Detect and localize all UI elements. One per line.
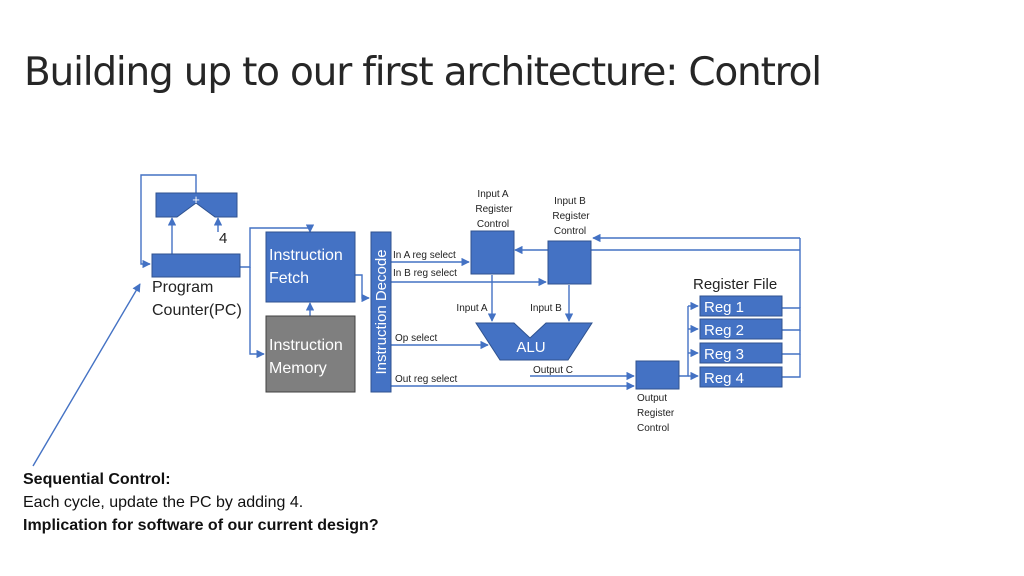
pc-label-line1: Program — [152, 279, 213, 296]
op-select-label: Op select — [395, 333, 437, 344]
output-control-line2: Register — [637, 408, 675, 419]
input-a-control-box — [470, 230, 515, 275]
decode-label: Instruction Decode — [373, 249, 390, 374]
input-a-control-line2: Register — [475, 204, 513, 215]
input-a-label: Input A — [456, 303, 487, 314]
register-file-label: Register File — [693, 276, 777, 293]
wire-pc-to-fetch — [240, 224, 315, 268]
wire-regfile-feedback-2 — [782, 330, 801, 355]
instruction-decode-box — [370, 231, 392, 393]
reg-1-label: Reg 1 — [704, 299, 744, 316]
adder-shape — [155, 192, 238, 218]
alu-label: ALU — [516, 339, 545, 356]
wire-regfile-feedback-3 — [782, 354, 801, 378]
wire-out-fan — [679, 306, 689, 377]
instruction-fetch-box — [265, 231, 356, 303]
constant-four: 4 — [219, 230, 227, 247]
input-b-label: Input B — [530, 303, 562, 314]
wire-fetch-to-decode — [355, 274, 370, 303]
note-line2: Implication for software of our current … — [23, 517, 379, 534]
output-c-label: Output C — [533, 365, 573, 376]
reg-3-box — [699, 342, 783, 364]
alu-shape — [475, 322, 593, 361]
input-b-control-line2: Register — [552, 211, 590, 222]
reg-3-label: Reg 3 — [704, 346, 744, 363]
input-a-control-line3: Control — [477, 219, 509, 230]
fetch-label-line1: Instruction — [269, 247, 343, 264]
annotation-arrow — [32, 283, 141, 467]
slide-title: Building up to our first architecture: C… — [24, 50, 822, 95]
fetch-label-line2: Fetch — [269, 270, 309, 287]
wire-pc-to-memory — [249, 267, 265, 359]
input-b-control-box — [547, 240, 592, 285]
memory-label-line1: Instruction — [269, 337, 343, 354]
reg-4-label: Reg 4 — [704, 370, 744, 387]
output-control-box — [635, 360, 680, 390]
input-b-control-line1: Input B — [554, 196, 586, 207]
wire-adder-to-pc — [140, 174, 197, 269]
note-line1: Each cycle, update the PC by adding 4. — [23, 494, 304, 511]
out-reg-select-label: Out reg select — [395, 374, 457, 385]
output-control-line3: Control — [637, 423, 669, 434]
output-control-line1: Output — [637, 393, 667, 404]
program-counter-box — [151, 253, 241, 278]
wires — [32, 174, 801, 467]
pc-label-line2: Counter(PC) — [152, 302, 242, 319]
in-b-reg-select-label: In B reg select — [393, 268, 457, 279]
note-heading: Sequential Control: — [23, 471, 171, 488]
input-a-control-line1: Input A — [477, 189, 508, 200]
reg-1-box — [699, 295, 783, 317]
input-b-control-line3: Control — [554, 226, 586, 237]
reg-2-label: Reg 2 — [704, 322, 744, 339]
wire-regfile-feedback — [782, 307, 801, 331]
adder-plus: + — [192, 192, 200, 207]
memory-label-line2: Memory — [269, 360, 327, 377]
register-file: Reg 1 Reg 2 Reg 3 Reg 4 — [699, 295, 783, 388]
reg-2-box — [699, 318, 783, 340]
instruction-memory-box — [265, 315, 356, 393]
reg-4-box — [699, 366, 783, 388]
in-a-reg-select-label: In A reg select — [393, 250, 456, 261]
